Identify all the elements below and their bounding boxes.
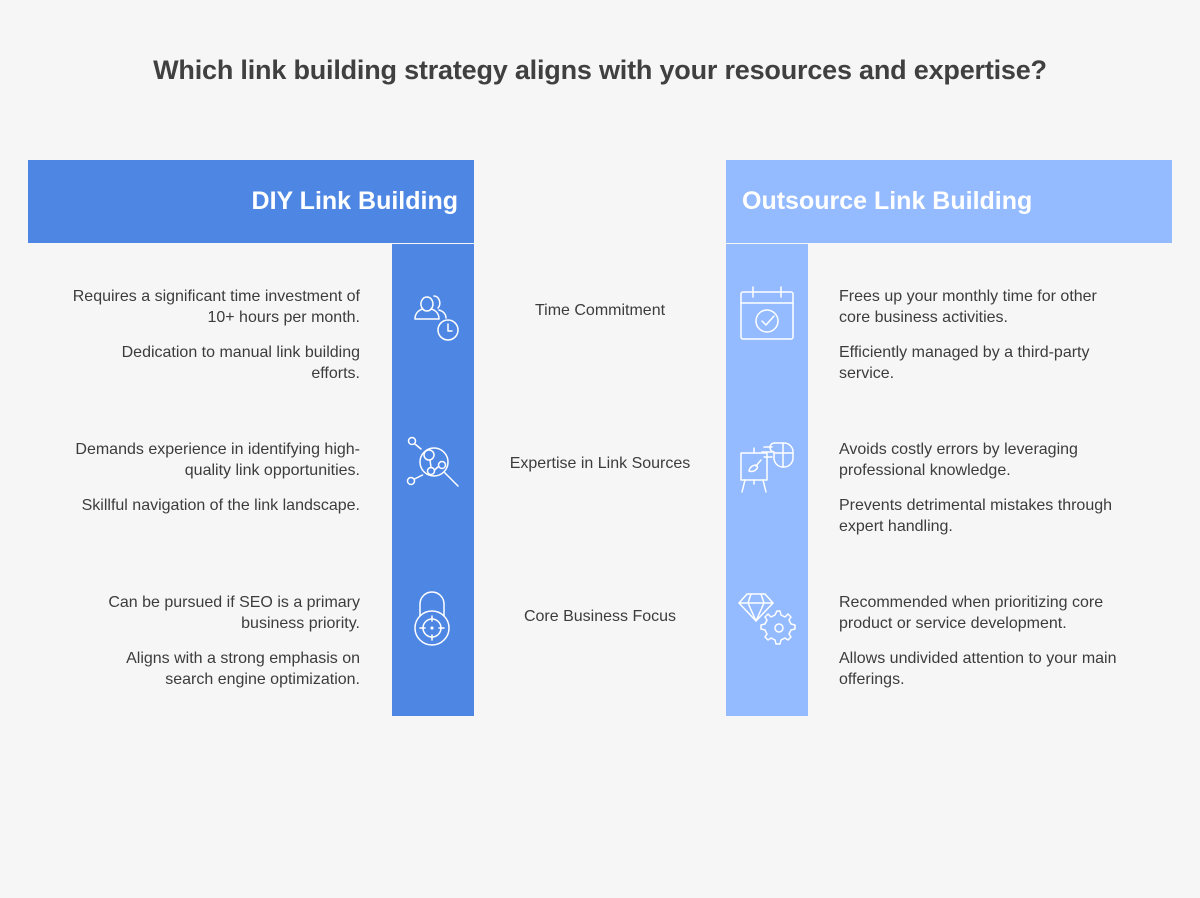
outsource-expertise-text: Avoids costly errors by leveraging profe… (839, 439, 1169, 551)
diy-expertise-text: Demands experience in identifying high-q… (30, 439, 360, 530)
diagram-title: Which link building strategy aligns with… (153, 55, 1047, 85)
diy-header: DIY Link Building (28, 160, 474, 243)
users-clock-icon (403, 283, 463, 343)
outsource-time-text: Frees up your monthly time for other cor… (839, 286, 1169, 398)
outsource-expertise-point-1: Avoids costly errors by leveraging profe… (839, 441, 1078, 479)
diy-focus-point-2: Aligns with a strong emphasis on search … (126, 650, 360, 688)
outsource-expertise-point-2: Prevents detrimental mistakes through ex… (839, 497, 1113, 535)
diy-expertise-point-2: Skillful navigation of the link landscap… (81, 497, 360, 514)
diamond-gear-icon (737, 590, 797, 650)
easel-mouse-icon (737, 435, 797, 495)
outsource-header: Outsource Link Building (726, 160, 1172, 243)
network-search-icon (403, 435, 463, 495)
criterion-focus: Core Business Focus (523, 608, 677, 625)
diy-time-point-1: Requires a significant time investment o… (72, 288, 360, 326)
criterion-time: Time Commitment (534, 302, 666, 319)
diy-focus-text: Can be pursued if SEO is a primary busin… (30, 592, 360, 704)
padlock-target-icon (403, 590, 463, 650)
outsource-focus-point-1: Recommended when prioritizing core produ… (839, 594, 1104, 632)
outsource-focus-point-2: Allows undivided attention to your main … (839, 650, 1117, 688)
outsource-time-point-2: Efficiently managed by a third-party ser… (839, 344, 1090, 382)
outsource-header-label: Outsource Link Building (742, 187, 1033, 215)
diy-time-point-2: Dedication to manual link building effor… (121, 344, 360, 382)
calendar-check-icon (737, 283, 797, 343)
diy-time-text: Requires a significant time investment o… (30, 286, 360, 398)
outsource-time-point-1: Frees up your monthly time for other cor… (839, 288, 1097, 326)
diy-expertise-point-1: Demands experience in identifying high-q… (75, 441, 360, 479)
criterion-expertise: Expertise in Link Sources (509, 455, 691, 472)
diy-focus-point-1: Can be pursued if SEO is a primary busin… (108, 594, 360, 632)
outsource-focus-text: Recommended when prioritizing core produ… (839, 592, 1169, 704)
diy-header-label: DIY Link Building (251, 187, 458, 215)
